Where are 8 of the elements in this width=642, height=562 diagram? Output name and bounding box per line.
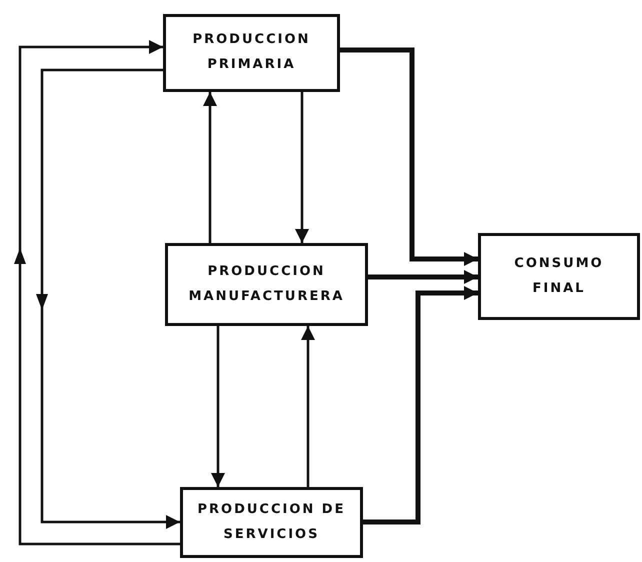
- process-box: [478, 233, 640, 320]
- box-label: PRODUCCION DE SERVICIOS: [196, 500, 346, 544]
- process-box: [163, 14, 340, 92]
- box-label: CONSUMO FINAL: [513, 254, 605, 298]
- process-box: [165, 243, 368, 326]
- box-label: PRODUCCION PRIMARIA: [192, 31, 312, 74]
- process-box: [180, 487, 363, 558]
- box-label: PRODUCCION MANUFACTURERA: [188, 262, 346, 306]
